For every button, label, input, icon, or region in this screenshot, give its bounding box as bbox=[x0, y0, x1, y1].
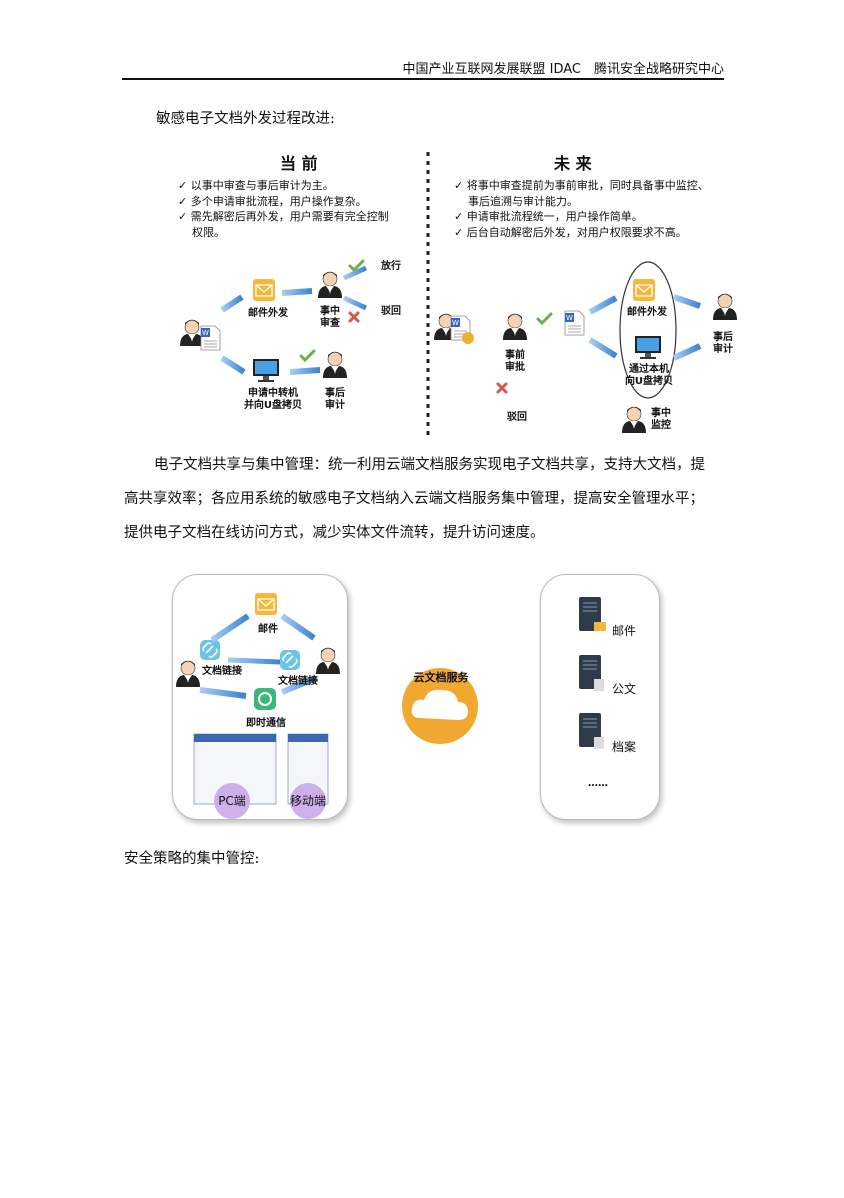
arrow-icon bbox=[220, 294, 244, 313]
label-server-doc: 公文 bbox=[612, 682, 637, 696]
page-header: 中国产业互联网发展联盟 IDAC 腾讯安全战略研究中心 bbox=[122, 56, 724, 80]
arrow-icon bbox=[227, 657, 281, 665]
arrow-icon bbox=[342, 265, 368, 281]
section3-title: 安全策略的集中管控: bbox=[124, 851, 260, 867]
label-pass: 放行 bbox=[381, 261, 401, 272]
doc-badge-icon bbox=[594, 679, 604, 691]
label-local-copy: 通过本机 向U盘拷贝 bbox=[624, 364, 674, 387]
cloud-diagram-graphics bbox=[175, 592, 606, 819]
arrow-icon bbox=[210, 613, 250, 643]
approver-icon bbox=[502, 313, 528, 341]
arrow-icon bbox=[588, 337, 618, 359]
label-monitor: 事中 监控 bbox=[651, 408, 671, 431]
mobile-circle bbox=[290, 783, 326, 819]
label-transfer: 申请中转机 并向U盘拷贝 bbox=[243, 388, 303, 411]
chat-icon bbox=[254, 688, 276, 710]
paragraph-share-line-1: 电子文档共享与集中管理：统一利用云端文档服务实现电子文档共享，支持大文档，提 bbox=[154, 457, 705, 473]
current-bullet-2: ✓ 多个申请审批流程，用户操作复杂。 bbox=[178, 194, 367, 208]
arrow-icon bbox=[280, 675, 318, 695]
auditor-after-icon bbox=[322, 351, 348, 379]
label-mail: 邮件 bbox=[258, 624, 278, 635]
current-title: 当 前 bbox=[280, 154, 318, 173]
arrow-icon bbox=[281, 288, 313, 296]
arrow-icon bbox=[673, 294, 701, 309]
process-diagram: 当 前 未 来 ✓ 以事中审查与事后审计为主。 ✓ 多个申请审批流程，用户操作复… bbox=[170, 140, 740, 440]
document-icon bbox=[564, 310, 585, 336]
future-bullet-3: ✓ 后台自动解密后外发，对用户权限要求不高。 bbox=[454, 225, 687, 239]
label-im: 即时通信 bbox=[246, 718, 286, 729]
label-doclink-1: 文档链接 bbox=[202, 666, 242, 677]
arrow-icon bbox=[588, 295, 618, 315]
check-icon bbox=[299, 349, 316, 362]
mail-icon bbox=[252, 278, 276, 302]
label-mail: 邮件外发 bbox=[248, 308, 288, 319]
future-title: 未 来 bbox=[554, 154, 592, 173]
label-ellipsis: …… bbox=[588, 778, 608, 789]
paragraph-share-line-3: 提供电子文档在线访问方式，减少实体文件流转，提升访问速度。 bbox=[124, 525, 545, 541]
future-bullet-1-cont: 事后追溯与审计能力。 bbox=[468, 194, 578, 208]
auditor-after-icon bbox=[712, 293, 738, 321]
future-bullet-1: ✓ 将事中审查提前为事前审批，同时具备事中监控、 bbox=[454, 179, 709, 192]
highlight-ellipse bbox=[619, 261, 677, 399]
arrow-icon bbox=[342, 295, 368, 311]
arrow-icon bbox=[280, 613, 316, 641]
section1-title: 敏感电子文档外发过程改进: bbox=[156, 111, 335, 127]
label-reject: 驳回 bbox=[381, 306, 401, 317]
archive-badge-icon bbox=[594, 737, 604, 749]
mail-icon bbox=[254, 592, 278, 616]
label-pc: PC端 bbox=[218, 794, 246, 808]
label-future-audit: 事后 审计 bbox=[713, 332, 733, 355]
mail-icon bbox=[632, 278, 656, 302]
label-audit-mid: 事中 审查 bbox=[320, 306, 340, 329]
pc-circle bbox=[214, 783, 250, 819]
cross-icon bbox=[348, 311, 360, 323]
label-cloud: 云文档服务 bbox=[413, 671, 469, 684]
cross-icon bbox=[496, 382, 508, 394]
paragraph-share-line-2: 高共享效率；各应用系统的敏感电子文档纳入云端文档服务集中管理，提高安全管理水平； bbox=[124, 491, 704, 507]
label-doclink-2: 文档链接 bbox=[278, 676, 318, 687]
cloud-diagram: 邮件 文档链接 文档链接 即时通信 PC端 移动端 云文档服务 邮件 公文 档案… bbox=[170, 572, 665, 824]
current-bullet-3-cont: 权限。 bbox=[192, 225, 225, 239]
arrow-icon bbox=[289, 367, 321, 375]
arrow-icon bbox=[220, 355, 246, 375]
label-future-mail: 邮件外发 bbox=[627, 307, 667, 318]
current-bullets: ✓ 以事中审查与事后审计为主。 ✓ 多个申请审批流程，用户操作复杂。 ✓ 需先解… bbox=[178, 178, 389, 240]
auditor-icon bbox=[317, 271, 343, 299]
cloud-icon bbox=[411, 689, 468, 720]
label-future-reject: 驳回 bbox=[507, 412, 527, 423]
computer-icon bbox=[253, 359, 279, 382]
arrow-icon bbox=[199, 687, 247, 699]
process-diagram-graphics bbox=[179, 152, 738, 435]
future-bullet-2: ✓ 申请审批流程统一，用户操作简单。 bbox=[454, 210, 643, 223]
label-mobile: 移动端 bbox=[289, 794, 326, 808]
arrow-icon bbox=[672, 343, 702, 361]
label-pre-approval: 事前 审批 bbox=[505, 350, 525, 373]
current-bullet-3: ✓ 需先解密后再外发，用户需要有完全控制 bbox=[178, 210, 389, 223]
sender-icon bbox=[175, 660, 201, 688]
user-icon bbox=[179, 319, 205, 347]
mail-badge-icon bbox=[594, 622, 606, 631]
link-icon bbox=[199, 639, 221, 661]
lock-icon bbox=[462, 332, 474, 344]
label-server-mail: 邮件 bbox=[612, 624, 637, 638]
current-bullet-1: ✓ 以事中审查与事后审计为主。 bbox=[178, 179, 334, 192]
label-audit-after: 事后 审计 bbox=[325, 388, 345, 411]
check-icon bbox=[536, 312, 553, 325]
link-icon bbox=[279, 649, 301, 671]
computer-icon bbox=[635, 336, 661, 359]
label-server-archive: 档案 bbox=[612, 740, 637, 754]
receiver-icon bbox=[315, 647, 341, 675]
paragraph-share: 电子文档共享与集中管理：统一利用云端文档服务实现电子文档共享，支持大文档，提 高… bbox=[124, 448, 722, 550]
monitor-icon bbox=[621, 406, 647, 434]
header-text: 中国产业互联网发展联盟 IDAC 腾讯安全战略研究中心 bbox=[402, 62, 725, 77]
document-icon bbox=[200, 325, 221, 351]
future-bullets: ✓ 将事中审查提前为事前审批，同时具备事中监控、 事后追溯与审计能力。 ✓ 申请… bbox=[454, 178, 709, 240]
